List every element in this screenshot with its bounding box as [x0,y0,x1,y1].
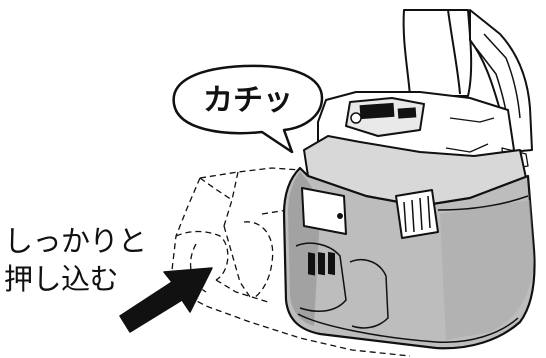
callout-sound: カチッ [203,83,293,118]
battery-pack [282,135,536,350]
instruction-line-2: 押し込む [4,262,119,296]
speech-bubble-icon: カチッ [172,64,324,154]
push-arrow-icon [119,267,213,333]
instruction-line-1: しっかりと [4,224,147,258]
